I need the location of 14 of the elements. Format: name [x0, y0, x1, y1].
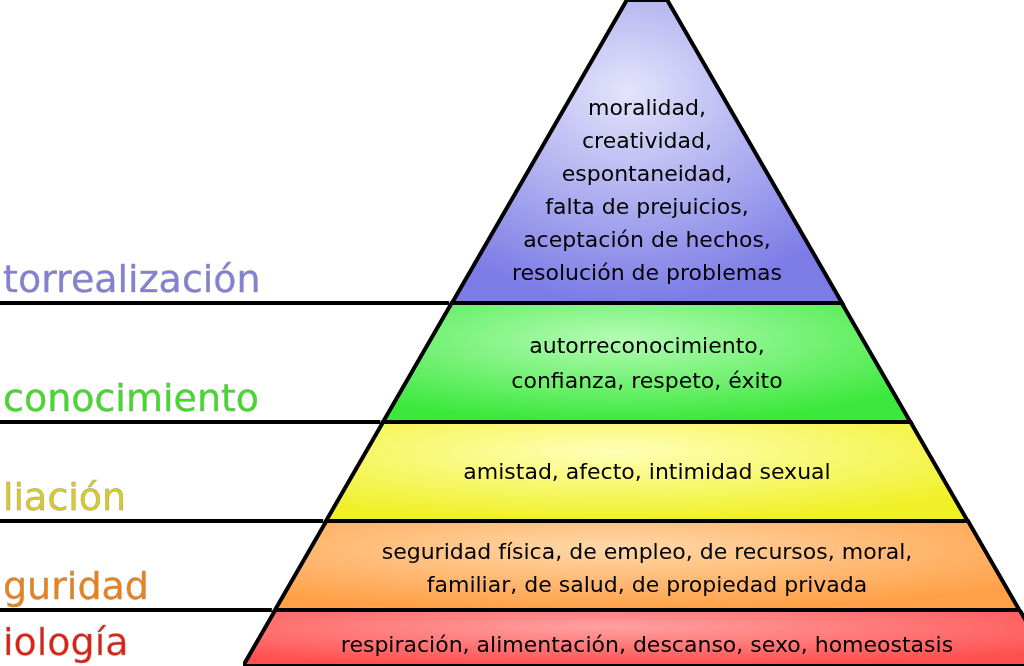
level-name: guridad	[3, 564, 149, 608]
pyramid-level	[326, 422, 968, 521]
level-description: amistad, afecto, intimidad sexual	[463, 459, 831, 484]
pyramid-level	[383, 303, 911, 422]
level-description: respiración, alimentación, descanso, sexo, homeostasis	[340, 632, 954, 657]
level-description: seguridad física, de empleo, de recursos, moral, familiar, de salud, de propiedad privada	[381, 539, 913, 597]
level-name: torrealización	[3, 257, 261, 301]
level-name: conocimiento	[3, 376, 260, 420]
level-description: moralidad, creatividad, espontaneidad, falta de prejuicios, aceptación de hechos, resolución de problemas	[511, 95, 783, 285]
level-description: autorreconocimiento, confianza, respeto, éxito	[511, 333, 783, 393]
level-name: liación	[3, 475, 127, 519]
pyramid-level	[274, 521, 1020, 610]
pyramid-level	[242, 610, 1024, 666]
level-name: iología	[3, 620, 129, 664]
